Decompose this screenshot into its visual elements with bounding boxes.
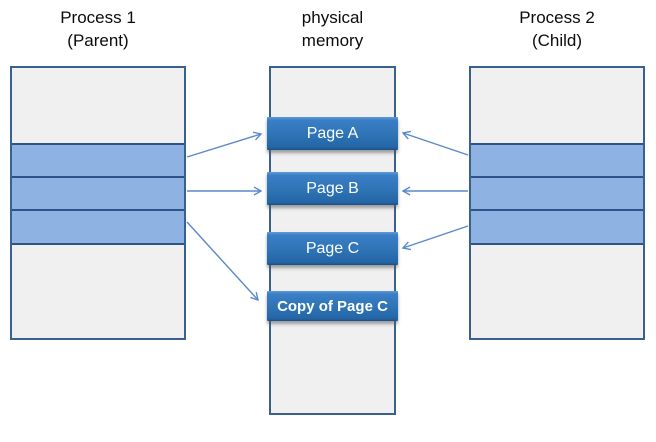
- child-mapped-slot-3: [471, 209, 643, 245]
- arrow-parent-to-copy-of-page-c: [186, 221, 259, 302]
- memory-title-line2: memory: [301, 31, 364, 50]
- parent-unmapped-bottom: [12, 245, 184, 338]
- child-address-space: [469, 66, 645, 340]
- child-mapped-slot-2: [471, 176, 643, 209]
- arrow-child-to-page-a: [401, 130, 469, 156]
- parent-address-space: [10, 66, 186, 340]
- page-a-frame: Page A: [267, 117, 398, 150]
- child-title-line1: Process 2: [519, 8, 595, 27]
- child-mapped-slot-1: [471, 143, 643, 176]
- copy-of-page-c-label: Copy of Page C: [277, 297, 388, 315]
- parent-process-title: Process 1 (Parent): [10, 6, 186, 52]
- parent-title-line1: Process 1: [60, 8, 136, 27]
- page-a-label: Page A: [306, 124, 359, 142]
- page-c-frame: Page C: [267, 232, 398, 265]
- parent-title-line2: (Parent): [67, 31, 129, 50]
- parent-unmapped-top: [12, 68, 184, 143]
- child-unmapped-top: [471, 68, 643, 143]
- child-process-title: Process 2 (Child): [469, 6, 645, 52]
- child-unmapped-bottom: [471, 245, 643, 338]
- child-title-line2: (Child): [531, 31, 583, 50]
- parent-mapped-slot-3: [12, 209, 184, 245]
- parent-mapped-slot-2: [12, 176, 184, 209]
- arrow-parent-to-page-a: [186, 131, 263, 158]
- parent-mapped-slot-1: [12, 143, 184, 176]
- arrow-child-to-page-c: [401, 225, 469, 251]
- memory-title-line1: physical: [301, 8, 364, 27]
- page-c-label: Page C: [305, 239, 360, 257]
- copy-of-page-c-frame: Copy of Page C: [267, 291, 398, 321]
- page-b-label: Page B: [306, 179, 359, 197]
- physical-memory-title: physical memory: [269, 6, 396, 52]
- page-b-frame: Page B: [267, 172, 398, 205]
